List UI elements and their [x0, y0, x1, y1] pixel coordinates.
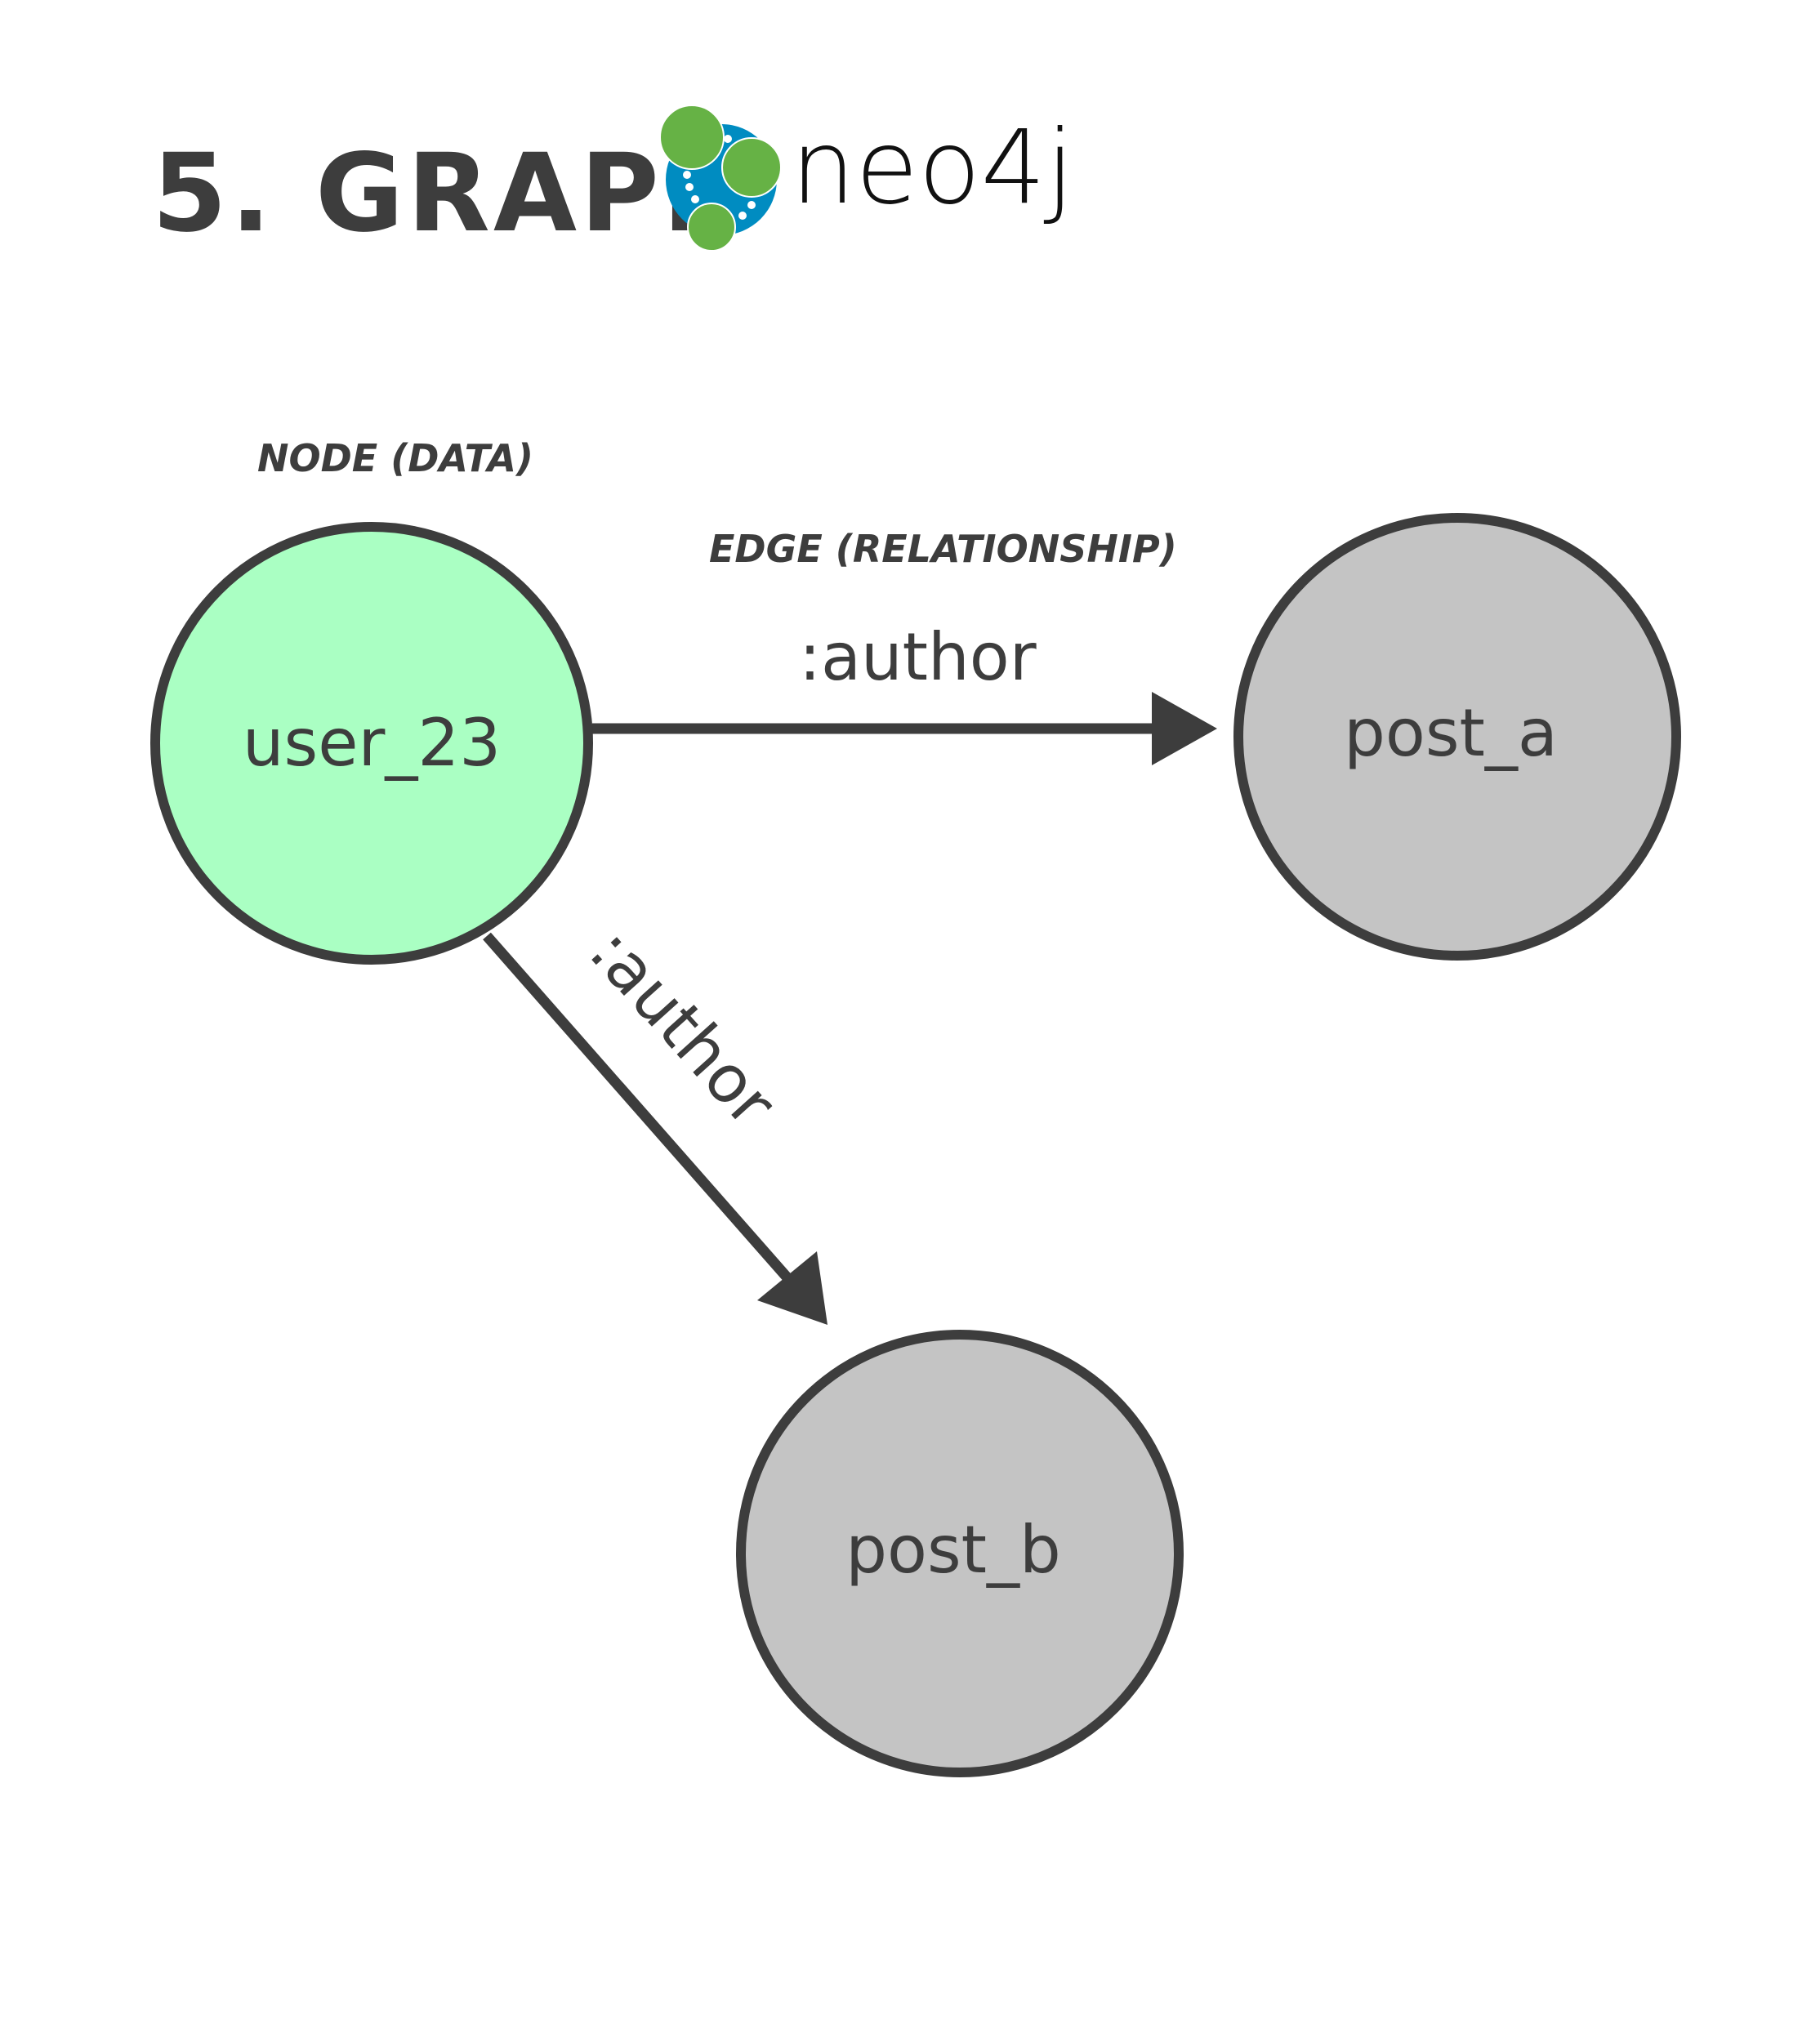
- node-label: post_b: [845, 1512, 1061, 1588]
- edge-caption: EDGE (RELATIONSHIP): [709, 527, 1177, 571]
- arrowhead-icon: [757, 1251, 827, 1325]
- neo4j-logo: neo4j: [659, 105, 1074, 252]
- node-post-a[interactable]: post_a: [1233, 513, 1681, 961]
- edge-user23-post-b: :author: [483, 913, 827, 1325]
- edge-label: :author: [575, 913, 791, 1140]
- node-label: user_23: [243, 705, 501, 781]
- node-post-b[interactable]: post_b: [736, 1330, 1184, 1777]
- edge-label: :author: [799, 619, 1037, 695]
- arrowhead-icon: [1152, 692, 1217, 765]
- node-caption: NODE (DATA): [257, 436, 533, 480]
- node-user-23[interactable]: user_23: [150, 522, 593, 965]
- page-title: 5. GRAPH: [152, 131, 756, 256]
- edge-user23-post-a: :author: [592, 619, 1217, 765]
- logo-text: neo4j: [791, 109, 1074, 227]
- node-label: post_a: [1344, 695, 1558, 771]
